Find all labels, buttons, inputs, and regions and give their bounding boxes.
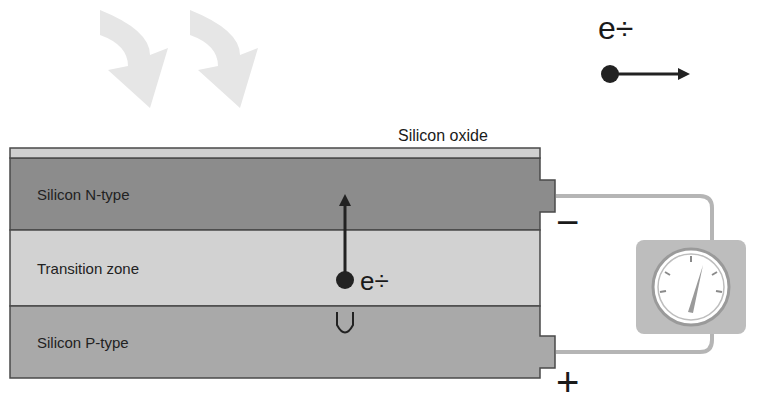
meter: [636, 240, 746, 334]
layer-name: Silicon N-type: [37, 186, 553, 203]
polarity-sign: −: [556, 202, 579, 242]
light-arrows: [100, 10, 258, 108]
cell-layers: [10, 158, 555, 378]
electron-symbol: e÷: [598, 12, 633, 44]
layer-band: [10, 306, 555, 378]
polarity-sign: +: [556, 362, 579, 402]
electron-motion: [336, 200, 354, 333]
layer-name: Silicon P-type: [37, 334, 553, 351]
electron-symbol: e÷: [360, 268, 389, 294]
electron-flow: [601, 65, 684, 83]
layer-band: Silicon P-type: [10, 306, 553, 378]
layer-band: [10, 158, 555, 230]
oxide-layer: [10, 148, 540, 158]
layer-band: Silicon N-type: [10, 158, 553, 230]
layer-name: Transition zone: [37, 260, 553, 277]
layer-band: Transition zone: [10, 230, 553, 306]
layer-label: Silicon oxide: [398, 128, 488, 144]
